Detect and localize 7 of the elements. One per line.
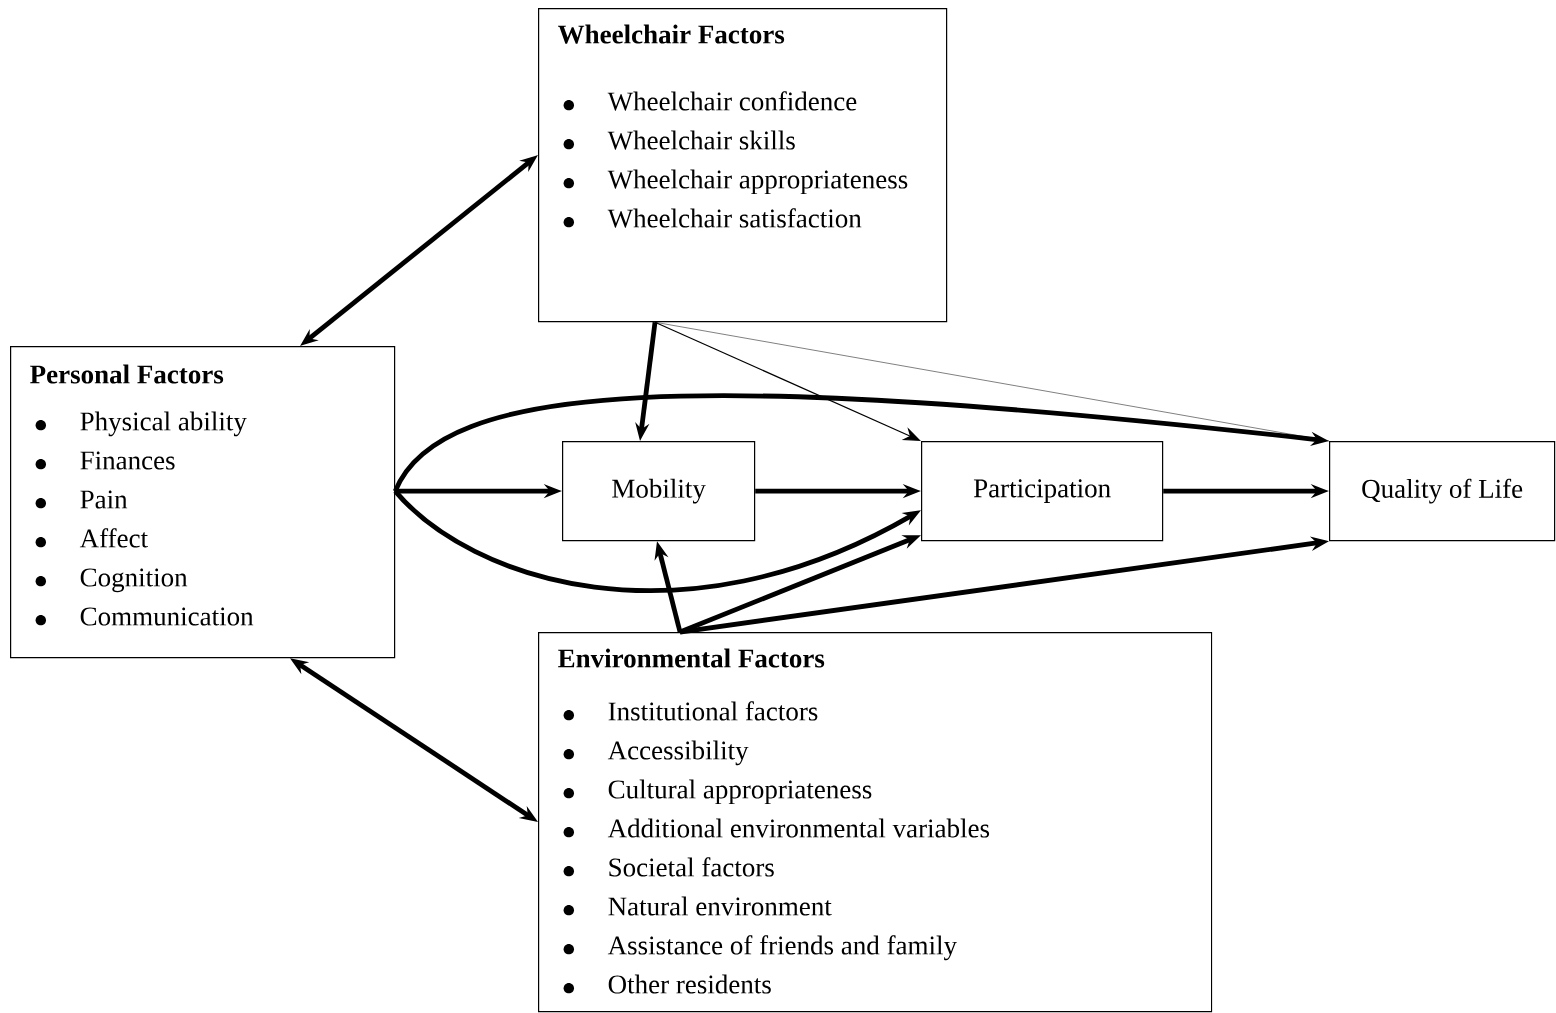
factor-box: Wheelchair Factors Wheelchair confidence Wheelchair skills Wheelchair appropriateness Wheelchair satisfaction: [538, 8, 948, 323]
factor-box: Personal Factors Physical ability Finances Pain Affect Cognition Communication: [10, 346, 396, 659]
outcome-box: Participation: [921, 441, 1164, 542]
outcome-box: Quality of Life: [1329, 441, 1556, 542]
factor-box: Environmental Factors Institutional factors Accessibility Cultural appropriateness Additional environmental variables Societal factors Natural environment Assistance of friends and family Other residents: [538, 632, 1213, 1013]
outcome-box: Mobility: [562, 441, 756, 542]
arrow: [654, 321, 921, 441]
